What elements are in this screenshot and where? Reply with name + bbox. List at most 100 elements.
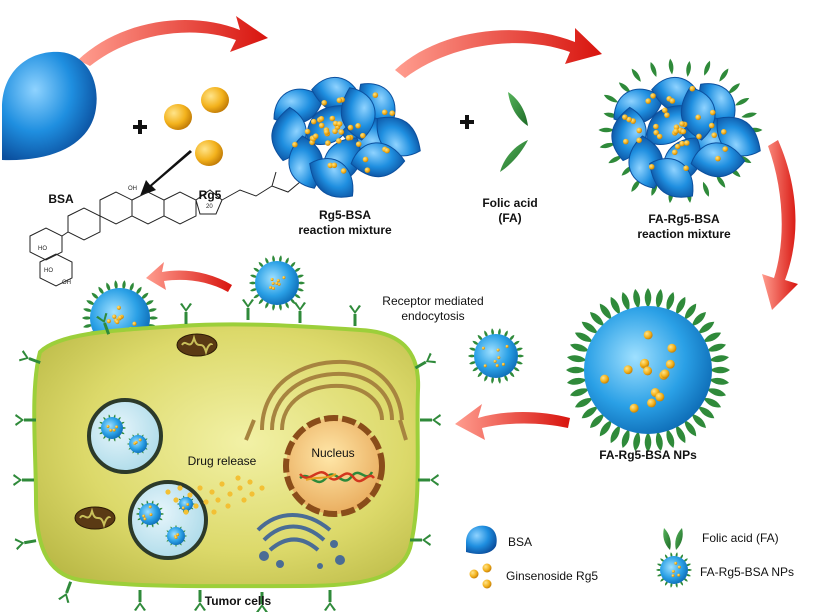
rg5-dot <box>115 425 119 429</box>
released-drug-dots <box>165 475 265 515</box>
rg5-dot <box>623 365 633 375</box>
receptor-stem <box>23 539 37 545</box>
receptor-head <box>14 538 25 551</box>
cell-receptors <box>13 299 441 612</box>
folate-ligand <box>570 388 590 397</box>
folate-leaf <box>290 261 296 268</box>
receptor-stem <box>65 581 73 594</box>
receptor-stem <box>246 308 250 320</box>
arrow-np-entry <box>146 262 232 292</box>
receptor-head <box>194 602 206 611</box>
rg5-dot <box>176 533 180 537</box>
folate-ligand <box>509 371 515 378</box>
folate-ligand <box>735 97 750 106</box>
bsa-label: BSA <box>48 192 74 206</box>
folate-ligand <box>574 398 593 408</box>
folate-leaf <box>676 296 686 315</box>
folate-leaf <box>599 420 612 437</box>
folate-leaf <box>258 298 264 305</box>
rg5-dot <box>481 346 485 350</box>
folate-ligand <box>290 261 296 268</box>
rg5-dot <box>132 321 137 326</box>
folate-ligand <box>129 282 134 292</box>
folate-leaf <box>703 332 722 342</box>
folate-leaf <box>706 343 726 352</box>
folate-leaf <box>621 292 630 312</box>
legend-rg5-label: Ginsenoside Rg5 <box>506 569 599 583</box>
rg5-dot <box>660 369 670 379</box>
receptor-stem <box>138 590 142 602</box>
drug-dot <box>183 509 189 515</box>
folate-ligand <box>512 366 520 372</box>
rg5-dot <box>671 149 678 156</box>
legend-nps-label: FA-Rg5-BSA NPs <box>700 565 795 579</box>
rg5-dot <box>636 137 642 144</box>
drug-dot <box>177 485 183 491</box>
rg5-dot <box>709 109 716 116</box>
rg5-dot <box>505 344 509 349</box>
folate-receptor-icon <box>242 299 254 320</box>
folate-ligand <box>249 281 257 285</box>
drug-dot <box>215 497 221 503</box>
rg5-dot <box>282 276 286 280</box>
folate-ligand <box>567 355 587 363</box>
receptor-stem <box>418 478 430 482</box>
folate-leaf <box>570 343 590 352</box>
drug-dot <box>193 503 199 509</box>
folate-leaf <box>472 366 480 372</box>
folate-ligand <box>509 334 515 341</box>
folate-leaf <box>633 431 641 451</box>
folate-ligand <box>686 60 691 77</box>
rg5-dot <box>683 165 689 172</box>
bsa-hemisphere-icon <box>2 51 97 161</box>
rg5-bsa-cluster-icon <box>271 76 421 198</box>
folate-ligand <box>666 292 675 312</box>
folate-receptor-icon <box>418 474 439 486</box>
rg5-dot <box>495 364 499 368</box>
rg5-dot <box>653 123 659 130</box>
folate-leaf <box>644 432 652 452</box>
nucleus-label: Nucleus <box>311 446 355 460</box>
rg5-dot <box>276 279 280 283</box>
nanoparticle-core <box>101 417 123 439</box>
folate-ligand <box>140 292 149 300</box>
receptor-stem <box>260 592 264 604</box>
rg5-dot <box>336 121 343 127</box>
nanoparticle <box>566 288 730 452</box>
folate-leaf <box>516 354 524 358</box>
nanoparticle-core <box>179 497 193 511</box>
rg5-dot <box>347 124 354 131</box>
drug-dot <box>227 491 233 497</box>
rg5-dot <box>689 85 696 92</box>
nanoparticle <box>136 500 164 528</box>
folate-ligand <box>83 308 93 312</box>
rg5-dot <box>142 514 146 518</box>
receptor-head <box>134 602 146 611</box>
drug-dot <box>247 479 253 485</box>
folate-leaf <box>258 261 264 268</box>
folate-leaf <box>709 377 729 385</box>
rg5-dot <box>329 115 336 122</box>
folate-leaf <box>122 280 126 291</box>
folate-leaf <box>567 355 587 363</box>
folate-ligand <box>477 371 483 378</box>
rg5-dot <box>277 282 281 286</box>
folate-leaf <box>655 431 663 451</box>
folate-ligand <box>706 343 726 352</box>
folate-ligand <box>599 142 616 149</box>
receptor-stem <box>103 322 111 335</box>
endoplasmic-reticulum-icon <box>244 359 408 441</box>
rg5-label: Rg5 <box>198 188 222 202</box>
folate-leaf <box>98 286 105 295</box>
folate-ligand <box>86 300 96 306</box>
legend-fa-label: Folic acid (FA) <box>702 531 779 545</box>
rg5-dot <box>671 569 675 573</box>
fa-rg5-bsa-mixture-label: FA-Rg5-BSA reaction mixture <box>637 212 731 241</box>
rg5-dot <box>360 132 366 139</box>
rg5-dot <box>673 124 680 130</box>
rg5-dot <box>269 285 273 290</box>
folate-ligand <box>603 94 619 103</box>
golgi-apparatus-icon <box>256 513 345 569</box>
folate-leaf <box>83 308 93 312</box>
